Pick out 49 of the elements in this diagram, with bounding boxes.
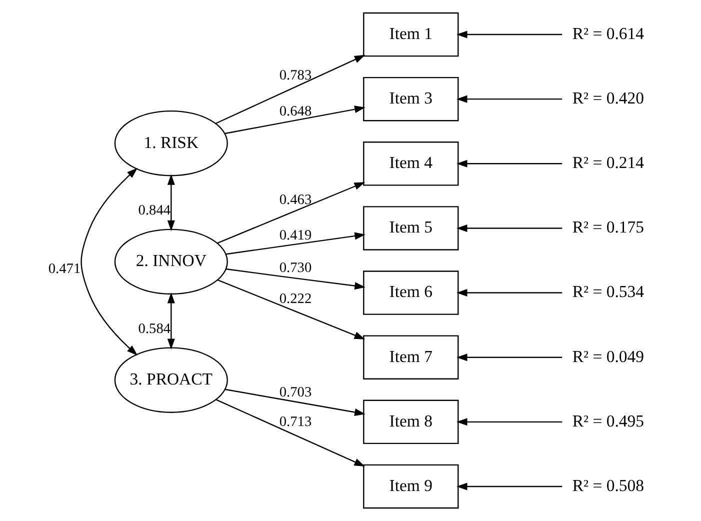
arrow [166,174,174,232]
arrow [456,160,562,168]
edge-label: R² = 0.420 [572,88,644,108]
arrow [216,182,365,244]
edge-label: 0.844 [138,202,170,218]
edge-label: 0.584 [138,320,170,337]
edge-label: R² = 0.495 [572,411,644,430]
arrow [456,30,562,38]
node-box: Item 7 [362,335,458,380]
arrow [456,482,562,490]
arrow [225,268,365,290]
arrow [456,418,562,426]
edge-label: 0.783 [278,67,312,84]
arrow [456,224,562,232]
arrow [215,54,365,124]
edge-label: R² = 0.534 [572,282,644,302]
edge-label: R² = 0.049 [572,346,644,366]
node-ellipse: 2. INNOV [114,228,228,295]
node-box: Item 4 [362,142,458,186]
edge-label: 0.471 [48,261,80,278]
arrow [166,292,174,350]
edge-label: 0.463 [278,192,312,208]
edge-label: R² = 0.614 [572,24,644,43]
node-box: Item 3 [362,76,458,122]
edge-label: R² = 0.175 [572,218,644,237]
arrow [456,289,562,297]
arrow [226,232,365,255]
node-box: Item 5 [362,206,458,250]
arrow [216,279,365,340]
arrow [216,399,365,466]
node-ellipse: 1. RISK [114,110,228,176]
arrow [224,388,365,416]
edge-label: 0.713 [278,414,312,430]
arrow [80,168,138,356]
edge-label: R² = 0.214 [572,153,644,172]
edge-label: 0.419 [278,228,312,244]
edge-label: 0.222 [278,291,312,308]
arrow [224,106,365,134]
edge-label: 0.703 [278,384,312,400]
arrow [456,354,562,362]
node-box: Item 1 [362,12,458,57]
node-box: Item 8 [362,400,458,444]
edge-label: R² = 0.508 [572,476,644,495]
edge-label: 0.730 [278,260,312,276]
arrow [456,95,562,103]
node-ellipse: 3. PROACT [114,347,228,413]
edge-label: 0.648 [278,103,312,120]
node-box: Item 9 [362,464,458,509]
node-box: Item 6 [362,270,458,315]
